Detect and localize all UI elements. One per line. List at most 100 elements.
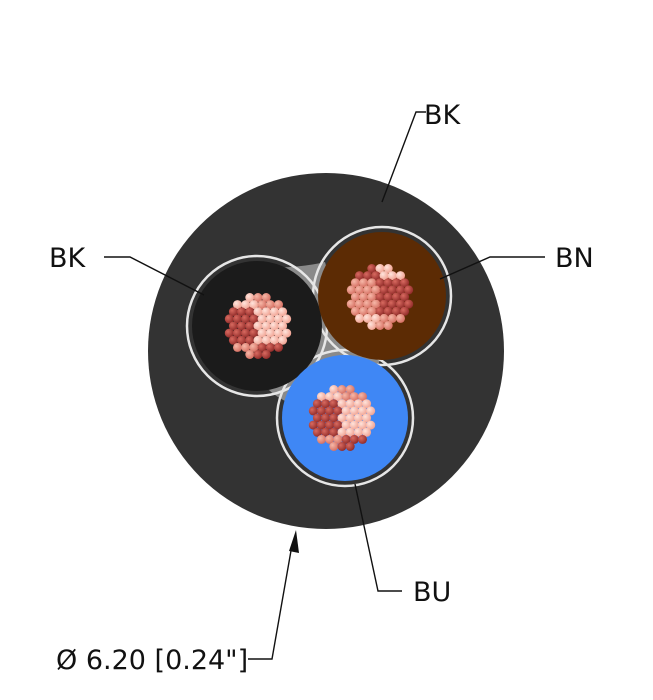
copper-strand	[312, 413, 322, 423]
copper-strand	[269, 335, 279, 345]
copper-strand	[358, 406, 367, 416]
copper-strand	[358, 434, 367, 444]
copper-strand	[379, 271, 389, 281]
copper-strand	[396, 285, 405, 295]
copper-strand	[333, 406, 343, 416]
copper-strand	[228, 335, 238, 345]
copper-strand	[350, 278, 360, 288]
copper-strand	[391, 292, 401, 302]
copper-strand	[265, 300, 275, 310]
copper-strand	[396, 313, 405, 323]
copper-strand	[282, 314, 292, 324]
copper-strand	[355, 285, 364, 295]
copper-strand	[383, 321, 393, 330]
copper-strand	[350, 292, 360, 302]
copper-strand	[379, 285, 389, 295]
conductor-strands-black	[224, 293, 292, 359]
copper-strand	[329, 442, 339, 451]
core-blue	[282, 355, 408, 481]
copper-strand	[253, 335, 263, 345]
copper-strand	[278, 335, 288, 345]
copper-strand	[353, 427, 363, 437]
copper-strand	[341, 434, 351, 444]
copper-strand	[375, 321, 385, 330]
copper-strand	[265, 328, 275, 338]
copper-strand	[233, 300, 242, 310]
copper-strand	[366, 406, 376, 416]
label-core-blue: BU	[413, 577, 451, 608]
separator-ring	[275, 348, 415, 488]
copper-strand	[245, 335, 255, 345]
copper-strand	[257, 300, 267, 310]
copper-strand	[265, 342, 275, 352]
copper-strand	[325, 420, 335, 430]
copper-strand	[308, 406, 318, 416]
copper-strand	[329, 413, 339, 423]
copper-strand	[269, 321, 279, 331]
copper-strand	[261, 321, 271, 331]
copper-strand	[237, 321, 247, 331]
copper-strand	[249, 314, 259, 324]
copper-strand	[346, 299, 356, 309]
copper-strand	[245, 321, 255, 331]
copper-strand	[349, 420, 359, 430]
copper-strand	[237, 307, 247, 317]
copper-strand	[349, 434, 359, 444]
copper-strand	[329, 385, 339, 394]
copper-strand	[387, 285, 397, 295]
copper-strand	[337, 399, 347, 409]
copper-strand	[383, 292, 393, 302]
core-black	[192, 261, 322, 391]
copper-strand	[325, 406, 335, 416]
copper-strand	[333, 434, 343, 444]
copper-strand	[363, 285, 373, 295]
copper-strand	[317, 434, 326, 444]
copper-strand	[249, 300, 259, 310]
copper-strand	[396, 271, 405, 281]
copper-strand	[325, 434, 335, 444]
copper-strand	[278, 321, 288, 331]
leader-line-jacket	[381, 111, 426, 203]
copper-strand	[371, 285, 381, 295]
copper-strand	[282, 328, 292, 338]
label-core-brown: BN	[555, 243, 594, 274]
leader-line-core-black	[104, 256, 205, 296]
label-jacket: BK	[424, 100, 462, 131]
copper-strand	[362, 427, 372, 437]
copper-strand	[345, 399, 355, 409]
copper-strand	[245, 350, 255, 359]
copper-strand	[241, 342, 251, 352]
copper-strand	[341, 392, 351, 402]
copper-strand	[245, 293, 255, 302]
copper-strand	[345, 427, 355, 437]
copper-strand	[317, 406, 326, 416]
leader-line-diameter	[248, 544, 293, 660]
leader-line-core-brown	[439, 256, 545, 280]
copper-strand	[329, 427, 339, 437]
copper-strand	[383, 264, 393, 273]
copper-strand	[379, 299, 389, 309]
copper-strand	[363, 313, 373, 323]
copper-strand	[241, 300, 251, 310]
copper-strand	[404, 299, 414, 309]
copper-strand	[404, 285, 414, 295]
diameter-arrowhead	[289, 530, 299, 553]
copper-strand	[400, 306, 410, 316]
copper-strand	[371, 313, 381, 323]
copper-strand	[349, 406, 359, 416]
copper-strand	[233, 342, 242, 352]
copper-strand	[366, 420, 376, 430]
copper-strand	[367, 321, 377, 330]
copper-strand	[363, 299, 373, 309]
copper-strand	[362, 413, 372, 423]
copper-strand	[249, 328, 259, 338]
copper-strand	[228, 307, 238, 317]
copper-strand	[383, 306, 393, 316]
leader-line-core-blue	[354, 483, 402, 592]
copper-strand	[224, 328, 234, 338]
copper-strand	[400, 292, 410, 302]
copper-strand	[387, 271, 397, 281]
copper-strand	[321, 399, 331, 409]
copper-strand	[333, 392, 343, 402]
